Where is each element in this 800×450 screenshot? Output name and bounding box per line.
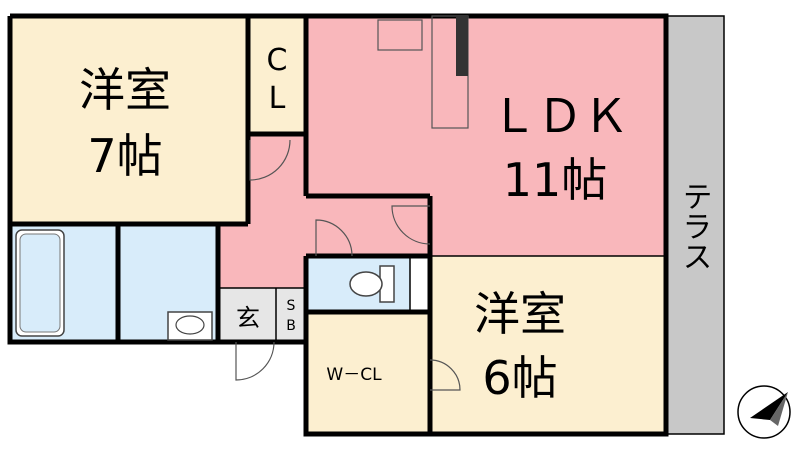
- doors: [235, 139, 461, 391]
- western-7-size: 7帖: [87, 129, 162, 183]
- terrace-label: テラス: [677, 181, 712, 271]
- bathtub-icon: [15, 229, 65, 337]
- kitchen-appliance: [377, 19, 423, 51]
- shoebox-label-2: B: [286, 318, 296, 334]
- entrance-label: 玄: [236, 304, 260, 332]
- washbasin-icon: [167, 311, 213, 341]
- western-6-name: 洋室: [474, 287, 566, 341]
- thin-lines: [218, 255, 666, 342]
- kitchen-hood: [456, 16, 468, 76]
- room-walk-in-closet: [306, 312, 430, 434]
- toilet-icon: [349, 265, 395, 303]
- terrace-area: [665, 15, 725, 435]
- western-6-size: 6帖: [482, 351, 557, 405]
- room-western-6: [430, 256, 666, 434]
- walls: [7, 13, 669, 437]
- wcl-label: W－CL: [326, 365, 382, 385]
- closet-label-2: L: [269, 81, 286, 116]
- western-7-name: 洋室: [79, 63, 171, 117]
- north-arrow-icon: [737, 385, 791, 439]
- shoebox-label-1: S: [287, 298, 296, 314]
- ldk-size: 11帖: [503, 153, 608, 207]
- room-western-7: [10, 16, 248, 224]
- room-entrance: [218, 288, 306, 342]
- hallway: [218, 134, 430, 288]
- room-closet: [248, 16, 306, 134]
- ldk-name: ＬＤＫ: [491, 89, 629, 143]
- closet-label-1: C: [267, 43, 288, 78]
